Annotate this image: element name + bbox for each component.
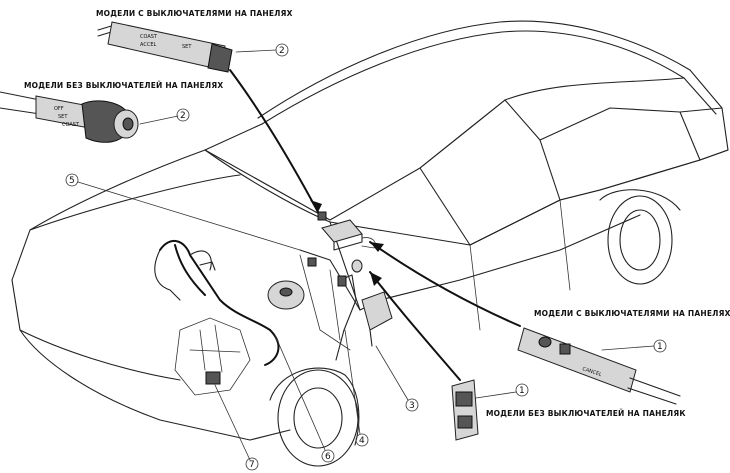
switch-top-left: COAST ACCEL SET bbox=[97, 21, 233, 73]
svg-text:5: 5 bbox=[69, 176, 75, 186]
stalk-text-set: SET bbox=[58, 114, 68, 120]
switch-top-text-coast: COAST bbox=[140, 34, 158, 40]
callout-6: 6 bbox=[321, 449, 335, 463]
svg-text:6: 6 bbox=[325, 452, 331, 462]
bracket-4 bbox=[335, 274, 357, 361]
caption-right-lower: МОДЕЛИ БЕЗ ВЫКЛЮЧАТЕЛЕЙ НА ПАНЕЛЯК bbox=[486, 409, 686, 418]
svg-text:1: 1 bbox=[657, 342, 663, 352]
callout-1-right: 1 bbox=[653, 339, 667, 353]
svg-text:2: 2 bbox=[180, 111, 186, 121]
wiring-harness bbox=[154, 240, 305, 396]
callout-5: 5 bbox=[65, 173, 79, 187]
caption-top-left: МОДЕЛИ С ВЫКЛЮЧАТЕЛЯМИ НА ПАНЕЛЯХ bbox=[96, 9, 293, 18]
callout-3: 3 bbox=[405, 398, 419, 412]
callout-4: 4 bbox=[355, 433, 369, 447]
callout-2-top: 2 bbox=[275, 43, 289, 57]
connector-b bbox=[307, 257, 317, 267]
right-switch-text: CANCEL bbox=[581, 366, 602, 378]
car-body-outline bbox=[11, 20, 729, 467]
leader-lines bbox=[77, 49, 655, 461]
caption-mid-left: МОДЕЛИ БЕЗ ВЫКЛЮЧАТЕЛЕЙ НА ПАНЕЛЯХ bbox=[24, 81, 223, 90]
stalk-text-off: OFF bbox=[54, 106, 64, 112]
svg-text:3: 3 bbox=[409, 401, 415, 411]
actuator-connector bbox=[205, 371, 221, 385]
vacuum-pump bbox=[351, 259, 363, 273]
switch-right-panel: CANCEL bbox=[517, 327, 681, 405]
callouts: 2 2 5 1 1 3 4 6 bbox=[65, 43, 667, 471]
svg-text:1: 1 bbox=[519, 386, 525, 396]
brake-sensor bbox=[361, 291, 393, 347]
callout-1-lower: 1 bbox=[515, 383, 529, 397]
switch-right-lower bbox=[451, 379, 479, 441]
stalk-text-coast: COAST bbox=[62, 122, 80, 128]
switch-stalk: OFF SET COAST bbox=[0, 91, 139, 143]
callout-7: 7 bbox=[245, 457, 259, 471]
switch-top-text-accel: ACCEL bbox=[140, 42, 156, 48]
switch-top-text-set: SET bbox=[182, 44, 192, 50]
control-unit bbox=[321, 219, 376, 251]
svg-text:2: 2 bbox=[279, 46, 285, 56]
callout-2-mid: 2 bbox=[176, 108, 190, 122]
connector-a bbox=[317, 211, 327, 221]
svg-text:7: 7 bbox=[249, 460, 255, 470]
svg-text:4: 4 bbox=[359, 436, 365, 446]
caption-right-upper: МОДЕЛИ С ВЫКЛЮЧАТЕЛЯМИ НА ПАНЕЛЯХ bbox=[534, 309, 730, 318]
